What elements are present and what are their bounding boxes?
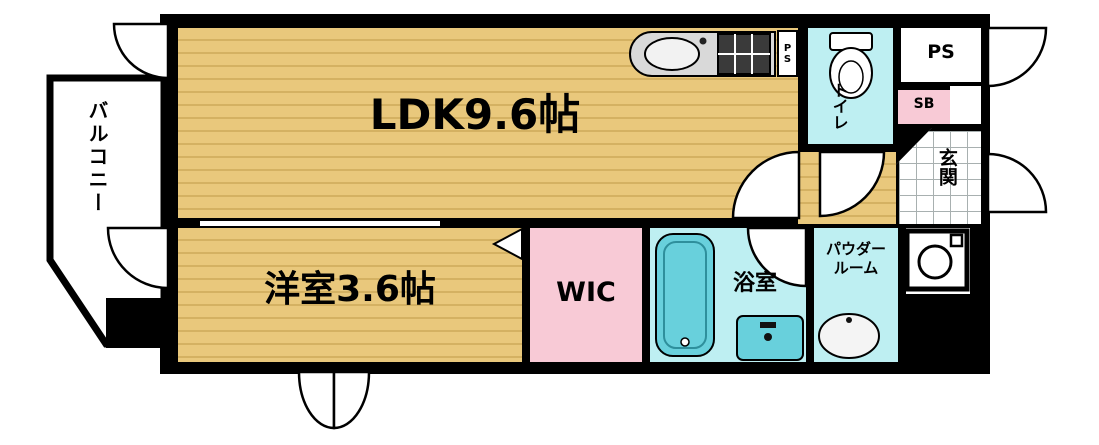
stove-icon	[717, 33, 771, 75]
genkan-label: 玄関	[935, 148, 958, 186]
bathroom-label: 浴室	[732, 271, 777, 296]
wic-label: WIC	[556, 277, 616, 308]
kitchen-faucet-icon	[699, 37, 707, 45]
kitchen-counter	[628, 31, 776, 77]
washing-machine-pan-icon	[904, 228, 970, 292]
powder-room-label-line2: ルーム	[833, 258, 879, 277]
powder-room-label-line1: パウダー	[825, 240, 886, 258]
toilet-label: トイレ	[829, 82, 849, 130]
door-arc-bedroom-balcony	[106, 226, 170, 290]
door-arc-entrance-bottom	[986, 152, 1048, 214]
door-arc-toilet	[818, 150, 886, 218]
vanity-sink-icon	[818, 313, 880, 359]
pipe-space-extension	[950, 86, 981, 124]
western-room-label: 洋室3.6帖	[264, 269, 436, 310]
balcony-outline	[46, 74, 168, 348]
room-wic	[530, 228, 642, 362]
pipe-space-label: PS	[927, 41, 955, 63]
powder-room-label: パウダー ルーム	[810, 240, 902, 278]
door-arc-ldk-hall	[731, 150, 801, 220]
balcony-label: バルコニー	[85, 100, 109, 215]
sliding-door-partition	[200, 219, 440, 228]
shoe-box-label: SB	[913, 96, 935, 112]
kitchen-sink-icon	[644, 37, 700, 71]
wic-door-arrow	[491, 227, 523, 261]
toilet-icon	[829, 32, 873, 99]
door-arc-ldk-balcony	[112, 22, 170, 80]
bath-counter-icon	[736, 315, 804, 361]
room-pipe-space	[901, 28, 981, 82]
door-arc-entrance-top	[986, 26, 1048, 88]
double-door-arc-bottom	[297, 370, 371, 430]
kitchen-pipe-space-label: PS	[777, 30, 798, 77]
bathtub-icon	[655, 233, 715, 357]
room-shoe-box	[898, 90, 950, 124]
room-western	[178, 228, 522, 362]
door-arc-bathroom	[746, 226, 808, 288]
ldk-label: LDK9.6帖	[369, 90, 581, 139]
